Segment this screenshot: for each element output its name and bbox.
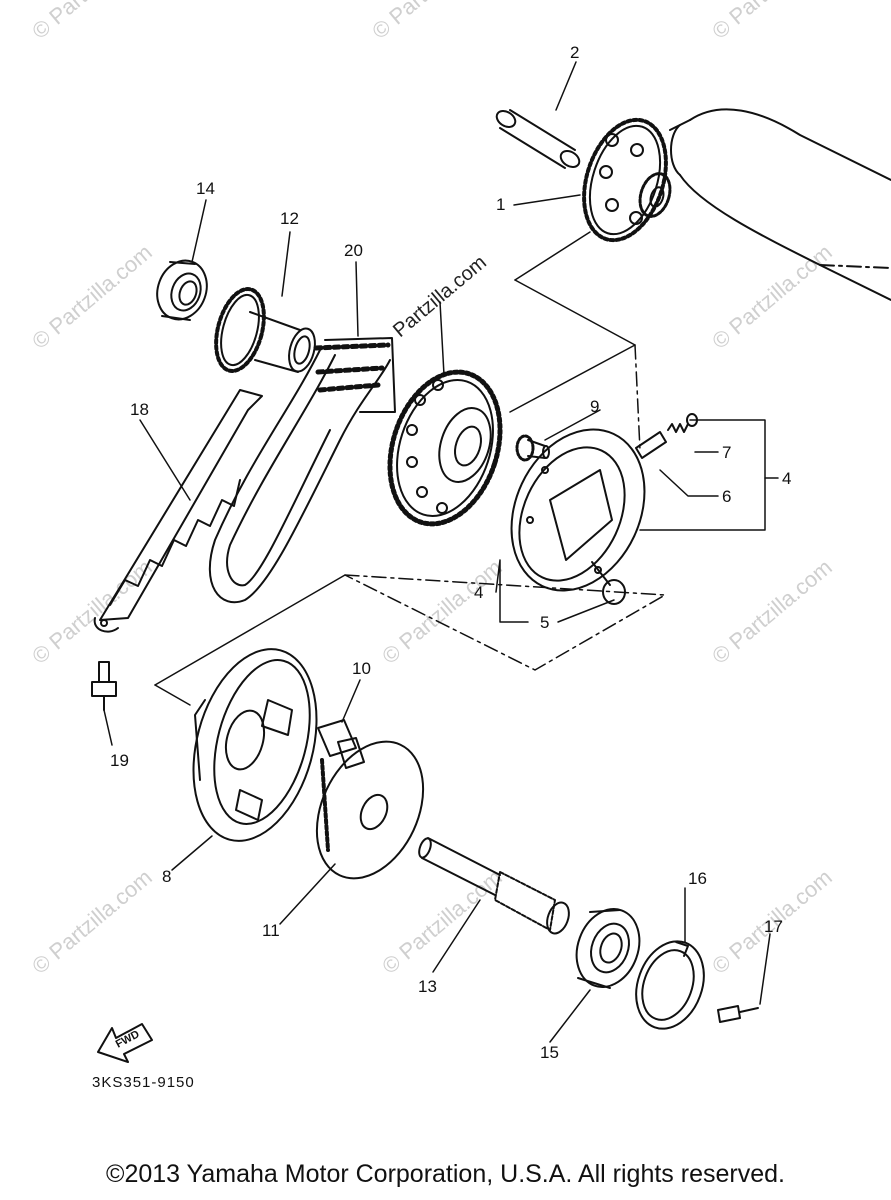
callout-7: 7 [722,443,731,462]
callout-9: 9 [590,397,599,416]
part-15-bearing [575,908,641,989]
watermark: © Partzilla.com [27,239,157,353]
callout-18: 18 [130,400,149,419]
callout-1: 1 [496,195,505,214]
fwd-arrow-icon [97,1023,153,1063]
callout-numbers: 2 1 14 12 20 18 9 7 4 6 4 5 10 19 8 11 1… [110,43,791,1062]
watermark: © Partzilla.com [707,0,837,44]
part-8-clutch-outer [192,648,318,842]
part-11-gear-plate [315,740,425,880]
driven-sprocket [387,369,503,527]
watermark: © Partzilla.com [367,0,497,44]
watermark-layer: © Partzilla.com © Partzilla.com © Partzi… [27,0,837,979]
part-7-spring [667,413,698,433]
part-5-roller [591,561,626,605]
callout-4b: 4 [474,583,483,602]
part-16-plate [635,940,705,1030]
callout-leaders [103,61,779,1043]
callout-10: 10 [352,659,371,678]
part-17-screw [717,1005,759,1023]
watermark: © Partzilla.com [707,554,837,668]
part-13-shaft [418,837,570,935]
callout-13: 13 [418,977,437,996]
callout-19: 19 [110,751,129,770]
watermark: © Partzilla.com [377,864,507,978]
part-10-rollers [317,719,365,769]
callout-4a: 4 [782,469,791,488]
part-14-bearing [156,259,208,321]
part-12-sprocket [214,287,316,373]
assembly-lines [154,231,666,706]
callout-20: 20 [344,241,363,260]
callout-11: 11 [262,921,280,940]
callout-16: 16 [688,869,707,888]
callout-5: 5 [540,613,549,632]
diagram-part-code: 3KS351-9150 [92,1074,195,1091]
part-6-plunger [635,431,667,459]
part-1-starter-gear [582,117,672,243]
callout-2: 2 [570,43,579,62]
part-19-bolt [91,661,117,711]
watermark: © Partzilla.com [27,864,157,978]
part-20-chain [208,337,396,604]
part-2-pin [495,109,581,169]
callout-14: 14 [196,179,215,198]
callout-15: 15 [540,1043,559,1062]
watermark: © Partzilla.com [707,239,837,353]
crankshaft-housing [669,108,891,301]
watermark: © Partzilla.com [27,0,157,44]
part-9-bolt [515,434,550,462]
callout-17: 17 [764,917,783,936]
watermark: © Partzilla.com [27,554,157,668]
part-18-chain-guide [93,389,263,633]
callout-12: 12 [280,209,299,228]
callout-8: 8 [162,867,171,886]
watermark-center: Partzilla.com [389,251,491,341]
watermark: © Partzilla.com [377,554,507,668]
part-4-clutch-housing [510,428,646,592]
callout-6: 6 [722,487,731,506]
copyright-notice: ©2013 Yamaha Motor Corporation, U.S.A. A… [106,1160,785,1188]
